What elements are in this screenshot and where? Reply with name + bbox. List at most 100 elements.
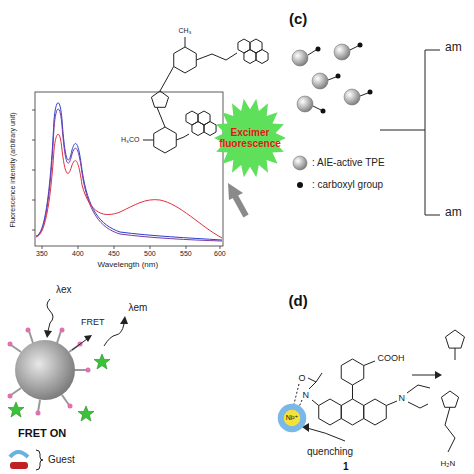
figure-part: [32, 110, 220, 249]
figure-part: [350, 46, 358, 50]
figure-part: [8, 342, 13, 347]
figure-part: [62, 395, 69, 405]
grey-arrow: [228, 183, 246, 216]
figure-part: [328, 77, 336, 80]
figure-part: [380, 130, 425, 131]
state-label: FRET ON: [18, 427, 66, 440]
compound-number: 1: [343, 461, 349, 473]
figure-part: [15, 340, 75, 400]
figure-part: [455, 348, 456, 360]
figure-part: [360, 93, 368, 96]
figure-part: [319, 399, 342, 425]
figure-part: [358, 43, 363, 48]
figure-part: [386, 401, 397, 406]
condition-text: am: [445, 41, 462, 55]
light-label: λex: [56, 284, 72, 296]
group-label: COOH: [378, 353, 405, 363]
figure-part: [429, 58, 439, 69]
tick-label: 600: [214, 250, 226, 258]
figure-part: [435, 371, 442, 379]
figure-part: [425, 50, 426, 215]
panel-letter: (d): [289, 292, 308, 309]
figure-part: [441, 391, 458, 407]
figure-part: [425, 215, 440, 216]
figure-part: [57, 331, 61, 343]
figure-part: [368, 90, 373, 95]
figure-part: [150, 246, 151, 249]
tick-label: 400: [72, 250, 84, 258]
figure-part: [364, 361, 375, 366]
figure-part: [47, 299, 53, 331]
atom-label: O: [299, 373, 306, 383]
figure-part: [94, 354, 110, 369]
figure-part: [408, 402, 428, 408]
figure-part: [36, 134, 222, 238]
figure-part: [334, 44, 350, 60]
figure-part: [36, 450, 43, 470]
figure-part: [174, 47, 197, 73]
figure-part: [11, 331, 87, 412]
condition-text: am: [445, 206, 462, 220]
spectrum-chart: [32, 92, 223, 249]
figure-part: [78, 406, 94, 421]
figure-part: [151, 91, 168, 107]
figure-part: [292, 50, 308, 66]
figure-part: [341, 399, 364, 425]
excimer-burst: Excimer fluorescence: [214, 98, 286, 178]
figure-part: [186, 246, 187, 249]
figure-part: [429, 223, 439, 234]
axis-title: Fluorescence intensity (arbitrary unit): [8, 112, 16, 227]
figure-part: [176, 134, 189, 140]
atom-label: N: [399, 393, 406, 403]
figure-part: [38, 400, 40, 412]
figure-part: [309, 382, 316, 389]
figure-part: [293, 156, 307, 170]
figure-part: [143, 140, 154, 141]
figure-part: [75, 369, 87, 371]
guest-icons: [10, 450, 43, 470]
axis-title: Wavelength (nm): [98, 260, 159, 269]
figure-part: [60, 328, 65, 333]
excimer-burst-shape: [214, 99, 286, 178]
atom-label: H₂N: [441, 459, 456, 468]
fluorescein-structure: [294, 359, 430, 441]
figure-part: [84, 335, 92, 342]
node-text: Ni²⁺: [286, 414, 299, 422]
figure-part: [364, 399, 387, 425]
figure-part: [297, 96, 313, 112]
atom-label: N: [303, 390, 310, 400]
figure-part: [352, 385, 353, 399]
figure-part: [256, 50, 268, 64]
panel-letter: (c): [289, 10, 307, 27]
figure-part: [446, 330, 465, 348]
figure-part: [307, 428, 345, 441]
legend-text: Guest: [48, 454, 75, 466]
figure-part: [29, 331, 33, 343]
figure-part: [341, 359, 364, 385]
atom-label: H₃CO: [121, 136, 139, 144]
figure-part: [344, 89, 360, 105]
figure-part: [68, 404, 73, 409]
light-label: λem: [129, 302, 148, 314]
figure-part: [336, 74, 341, 79]
figure-part: [192, 122, 204, 136]
figure-part: [32, 140, 35, 141]
figure-part: [114, 246, 115, 249]
legend-text: : AIE-active TPE: [312, 157, 385, 169]
figure-part: [35, 92, 223, 246]
figure-part: [42, 246, 43, 249]
figure-part: [312, 73, 328, 89]
figure-part: [204, 122, 216, 136]
figure-part: [294, 384, 299, 404]
figure-part: [313, 106, 321, 110]
figure-part: [312, 400, 319, 406]
figure-part: [78, 246, 79, 249]
legend-text: : carboxyl group: [312, 179, 383, 191]
figure-part: [154, 127, 177, 153]
metal-ion: Ni²⁺: [280, 406, 304, 430]
figure-part: [316, 373, 322, 382]
figure-part: [308, 378, 316, 382]
figure-part: [235, 196, 246, 216]
figure-part: [157, 107, 165, 127]
